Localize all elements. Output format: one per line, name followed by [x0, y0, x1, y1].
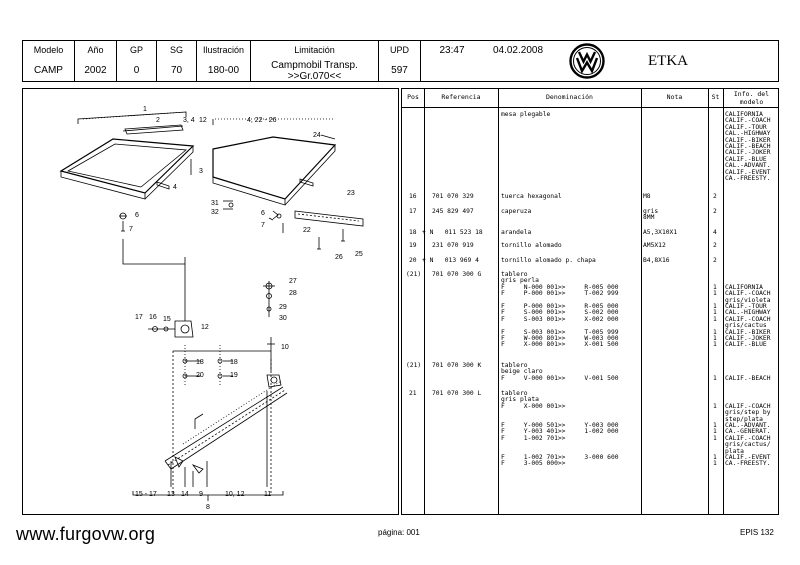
callout-14: 14	[181, 491, 189, 498]
callout-10-12: 10, 12	[225, 491, 245, 498]
header-date: 04.02.2008	[492, 45, 544, 56]
callout-1: 1	[143, 106, 147, 113]
callout-9: 9	[199, 491, 203, 498]
callout-11: 11	[264, 491, 271, 498]
callout-6-left: 6	[135, 212, 139, 219]
page-number: página: 001	[378, 528, 420, 537]
parts-table: Pos Referencia Denominación Nota St Info…	[401, 88, 779, 515]
callout-16: 16	[149, 314, 157, 321]
col-header-st: St	[711, 93, 720, 101]
header-sg: SG 70	[157, 41, 197, 81]
col-header-denominacion: Denominación	[546, 93, 593, 101]
callout-13: 13	[167, 491, 175, 498]
app-title: ETKA	[648, 53, 688, 69]
callout-3: 3	[199, 168, 203, 175]
callout-17: 17	[135, 314, 143, 321]
epis-code: EPIS 132	[740, 528, 774, 537]
callout-15: 15	[163, 316, 171, 323]
table-row-title-info: CALIFORNIA CALIF.-COACH CALIF.-TOUR CAL.…	[725, 111, 771, 183]
callout-20: 20	[196, 372, 204, 379]
callout-26: 26	[335, 254, 343, 261]
callout-27: 27	[289, 278, 297, 285]
callout-24: 24	[313, 132, 321, 139]
callout-29: 29	[279, 304, 287, 311]
header-gp: GP 0	[117, 41, 157, 81]
callout-32: 32	[211, 209, 219, 216]
callout-18-left: 18	[196, 359, 204, 366]
col-header-info: Info. del modelo	[733, 90, 770, 106]
col-header-pos: Pos	[407, 93, 419, 101]
callout-4-22-26: 4, 22 - 26	[247, 117, 277, 124]
col-header-referencia: Referencia	[441, 93, 481, 101]
header-limitacion: Limitación Campmobil Transp.>>Gr.070<<	[251, 41, 379, 82]
parts-diagram: 1 2 3, 4 12 4, 22 - 26 24 3 4 31 32 6 7 …	[59, 106, 364, 511]
header-bar: Modelo CAMP Año 2002 GP 0 SG 70 Ilustrac…	[22, 40, 779, 82]
site-watermark: www.furgovw.org	[16, 524, 156, 544]
callout-25: 25	[355, 251, 363, 258]
header-ano: Año 2002	[75, 41, 117, 81]
vw-logo-icon	[568, 43, 606, 79]
table-row-title: mesa plegable	[501, 111, 551, 118]
callout-7-right: 7	[261, 222, 265, 229]
callout-2: 2	[156, 117, 160, 124]
callout-22: 22	[303, 227, 311, 234]
callout-6-right: 6	[261, 210, 265, 217]
header-ilustracion: Ilustración 180-00	[197, 41, 251, 81]
callout-4: 4	[173, 184, 177, 191]
callout-15-17: 15 - 17	[135, 491, 157, 498]
exploded-drawing: 1 2 3, 4 12 4, 22 - 26 24 3 4 31 32 6 7 …	[22, 88, 399, 515]
callout-18-right: 18	[230, 359, 238, 366]
header-upd: UPD 597	[379, 41, 421, 81]
callout-30: 30	[279, 315, 287, 322]
callout-7-left: 7	[129, 226, 133, 233]
col-header-nota: Nota	[666, 93, 683, 101]
callout-12: 12	[201, 324, 209, 331]
callout-10: 10	[281, 344, 289, 351]
callout-19: 19	[230, 372, 238, 379]
callout-31: 31	[211, 200, 219, 207]
callout-8: 8	[206, 504, 210, 511]
header-time: 23:47	[439, 45, 465, 56]
header-modelo: Modelo CAMP	[23, 41, 75, 81]
callout-12-top: 12	[199, 117, 207, 124]
callout-23: 23	[347, 190, 355, 197]
callout-3-4: 3, 4	[183, 117, 195, 124]
callout-28: 28	[289, 290, 297, 297]
